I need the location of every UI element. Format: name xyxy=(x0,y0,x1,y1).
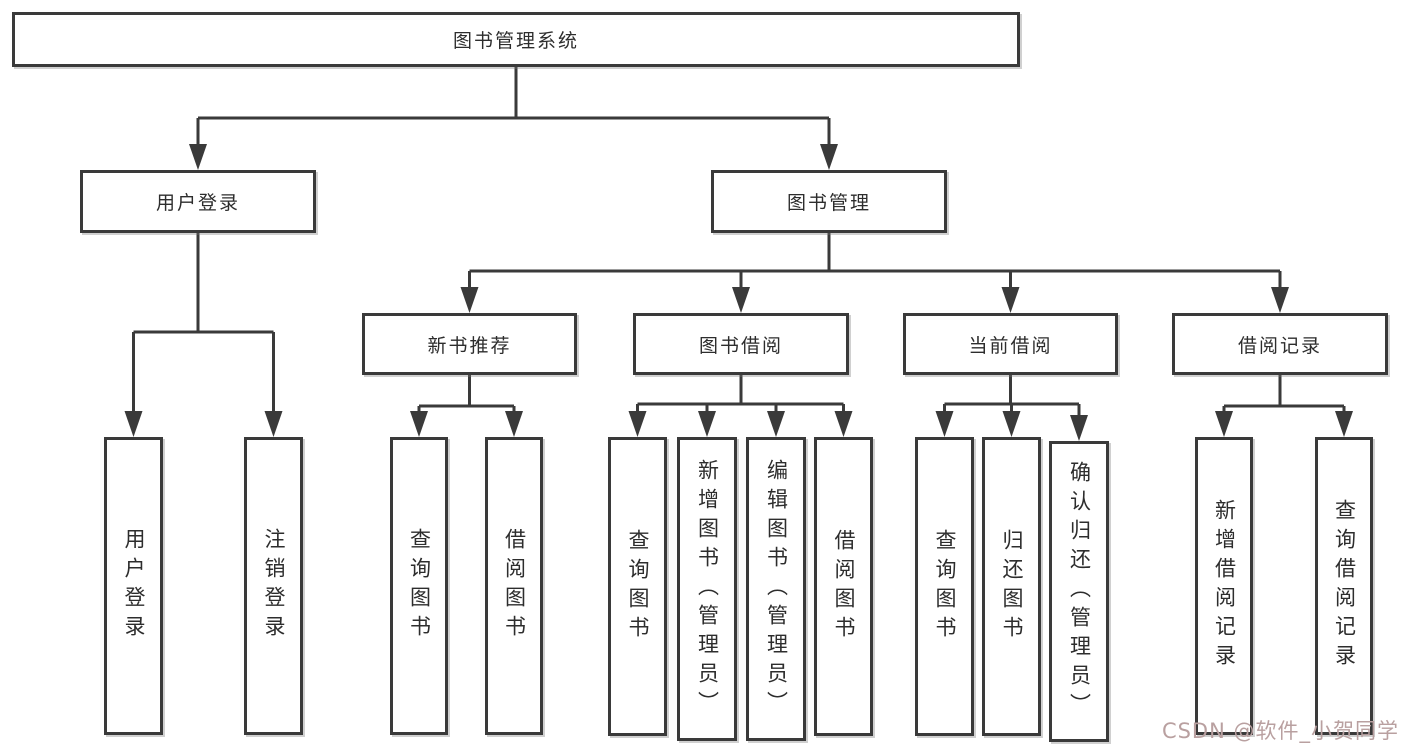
arrowhead-confirm-return-admin xyxy=(1070,415,1088,441)
node-label: 查询图书 xyxy=(407,528,432,644)
node-label: 查询图书 xyxy=(626,528,650,645)
node-label: 确认归还（管理员） xyxy=(1067,461,1092,722)
arrowhead-return-books xyxy=(1002,411,1021,437)
node-query-books-recommend: 查询图书 xyxy=(390,437,448,735)
node-label: 新增借阅记录 xyxy=(1212,499,1237,673)
node-new-book-recommend: 新书推荐 xyxy=(362,313,577,375)
arrowhead-add-books-admin xyxy=(698,411,716,437)
arrowhead-user-login xyxy=(124,411,143,437)
node-label: 新增图书（管理员） xyxy=(695,458,720,720)
node-confirm-return-admin: 确认归还（管理员） xyxy=(1049,441,1109,742)
arrowhead-query-borrowing-record xyxy=(1335,411,1353,437)
node-return-books: 归还图书 xyxy=(982,437,1041,736)
arrowhead-query-books-recommend xyxy=(410,411,428,437)
arrowhead-book-borrowing xyxy=(732,287,750,313)
node-label: 用户登录 xyxy=(122,528,146,644)
node-label: 借阅图书 xyxy=(832,528,856,645)
connector-lines xyxy=(132,67,1346,421)
arrowhead-new-book-recommend xyxy=(460,287,479,313)
node-label: 图书管理 xyxy=(786,192,871,214)
node-query-borrowing-record: 查询借阅记录 xyxy=(1315,437,1373,735)
arrowhead-borrowing-records xyxy=(1271,287,1289,313)
node-label: 借阅记录 xyxy=(1237,334,1322,357)
node-book-borrowing: 图书借阅 xyxy=(633,313,849,375)
node-borrowing-records: 借阅记录 xyxy=(1172,313,1388,375)
arrowhead-logout-login xyxy=(264,411,283,437)
node-borrow-books-recommend: 借阅图书 xyxy=(485,437,543,735)
node-query-books-current: 查询图书 xyxy=(915,437,974,736)
node-borrow-books-borrowing: 借阅图书 xyxy=(814,437,873,736)
node-edit-books-admin: 编辑图书（管理员） xyxy=(746,437,806,741)
node-add-borrowing-record: 新增借阅记录 xyxy=(1195,437,1253,735)
node-label: 借阅图书 xyxy=(502,528,527,644)
node-book-management: 图书管理 xyxy=(711,170,947,233)
arrowhead-query-books-current xyxy=(935,411,954,437)
node-query-books-borrowing: 查询图书 xyxy=(608,437,667,736)
node-current-borrowing: 当前借阅 xyxy=(903,313,1118,375)
arrowhead-edit-books-admin xyxy=(767,411,785,437)
node-label: 图书借阅 xyxy=(698,334,783,357)
arrowhead-book-management xyxy=(820,144,838,170)
node-label: 查询借阅记录 xyxy=(1332,499,1357,673)
node-logout-login: 注销登录 xyxy=(244,437,303,735)
node-label: 编辑图书（管理员） xyxy=(764,458,789,720)
arrowhead-borrow-books-borrowing xyxy=(834,411,853,437)
node-user-login-module: 用户登录 xyxy=(80,170,316,233)
arrowhead-add-borrowing-record xyxy=(1215,411,1233,437)
node-label: 当前借阅 xyxy=(968,334,1053,357)
node-root: 图书管理系统 xyxy=(12,12,1020,67)
node-label: 查询图书 xyxy=(933,528,957,645)
arrowhead-borrow-books-recommend xyxy=(505,411,523,437)
node-user-login: 用户登录 xyxy=(104,437,163,735)
node-label: 新书推荐 xyxy=(427,334,512,357)
node-label: 注销登录 xyxy=(262,528,286,644)
arrowhead-query-books-borrowing xyxy=(628,411,647,437)
node-label: 图书管理系统 xyxy=(452,30,579,52)
arrowhead-current-borrowing xyxy=(1001,287,1020,313)
node-label: 用户登录 xyxy=(155,192,240,214)
node-label: 归还图书 xyxy=(1000,528,1024,645)
arrowhead-user-login-module xyxy=(189,144,207,170)
node-add-books-admin: 新增图书（管理员） xyxy=(677,437,737,741)
